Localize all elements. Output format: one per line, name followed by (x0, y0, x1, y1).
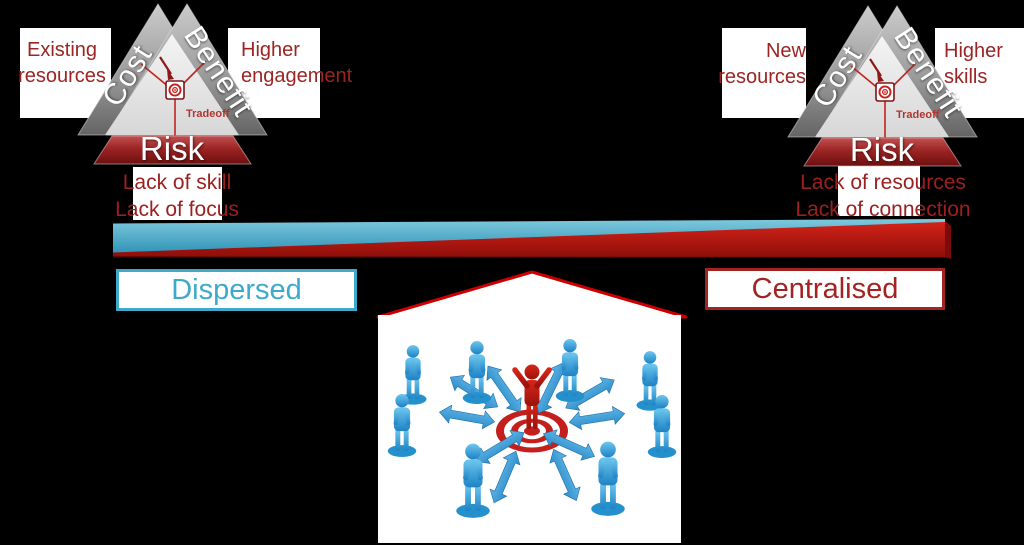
skills-line1: Higher (944, 40, 1003, 62)
existing-line1: Existing (26, 39, 98, 61)
left-risk-label: Risk (139, 130, 205, 167)
engagement-line1: Higher (241, 39, 300, 61)
new-line2: resources (718, 66, 806, 88)
right-risk-label: Risk (849, 131, 915, 168)
lack-resources-line: Lack of resources (800, 171, 966, 194)
new-line1: New (765, 40, 806, 62)
existing-resources-plate (20, 28, 111, 118)
lack-focus-line: Lack of focus (115, 198, 239, 221)
centralisation-image (378, 315, 681, 543)
red-person-figure (512, 364, 552, 429)
balance-beam (113, 219, 951, 259)
beam-red-wedge (113, 222, 945, 257)
beam-red-cap (945, 221, 951, 259)
skills-line2: skills (944, 66, 988, 88)
dispersed-box: Dispersed (116, 269, 357, 311)
lack-left-label: Lack of skill Lack of focus (115, 169, 239, 223)
engagement-line2: engagement (241, 65, 353, 87)
lack-left-plate (133, 167, 222, 220)
existing-resources-label: Existing resources (18, 37, 106, 89)
dispersed-label: Dispersed (171, 273, 302, 306)
lack-right-plate (838, 162, 920, 216)
lack-skill-line: Lack of skill (122, 171, 232, 194)
centralised-box: Centralised (705, 268, 945, 310)
new-resources-plate (722, 28, 806, 118)
left-tradeoff-label: Tradeoff (186, 108, 230, 120)
existing-line2: resources (18, 65, 106, 87)
lack-connection-line: Lack of connection (795, 198, 971, 221)
centralised-label: Centralised (751, 272, 899, 305)
higher-engagement-label: Higher engagement (241, 37, 352, 89)
lack-right-label: Lack of resources Lack of connection (795, 169, 970, 223)
right-tradeoff-label: Tradeoff (896, 109, 940, 121)
roof-pointer (376, 270, 688, 319)
higher-skills-label: Higher skills (944, 38, 1003, 90)
new-resources-label: New resources (718, 38, 806, 90)
